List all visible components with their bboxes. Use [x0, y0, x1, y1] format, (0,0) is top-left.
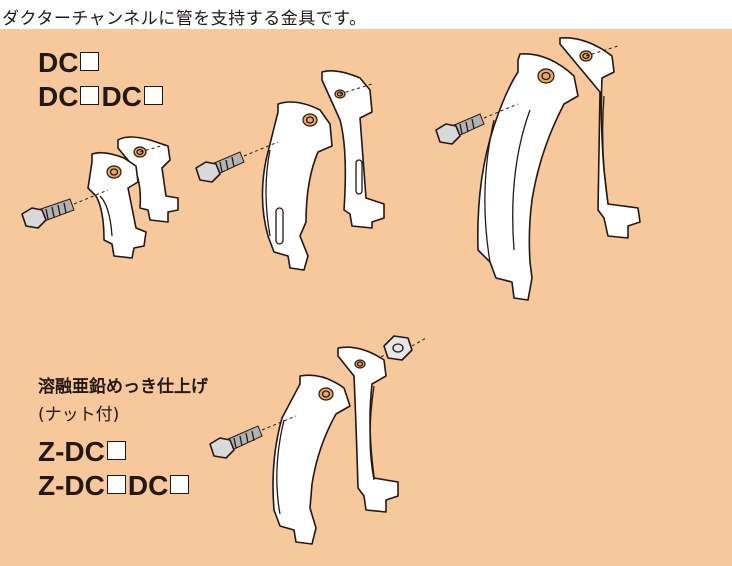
small-pipe-clamp-illustration	[21, 136, 179, 259]
placeholder-box	[106, 475, 126, 494]
placeholder-box	[80, 52, 100, 71]
page-caption: ダクターチャンネルに管を支持する金具です。	[2, 9, 367, 29]
medium-pipe-clamp-illustration	[195, 70, 385, 271]
model-label-z-dc: Z-DC	[38, 437, 128, 467]
model-label-dc: DC	[38, 48, 101, 78]
galvanized-pipe-clamp-illustration	[209, 335, 427, 545]
large-pipe-clamp-illustration	[435, 37, 641, 301]
placeholder-box	[170, 475, 190, 494]
nut-note: (ナット付)	[38, 405, 120, 425]
finish-label: 溶融亜鉛めっき仕上げ	[38, 377, 208, 397]
placeholder-box	[143, 86, 163, 105]
placeholder-box	[106, 441, 126, 460]
placeholder-box	[80, 86, 100, 105]
